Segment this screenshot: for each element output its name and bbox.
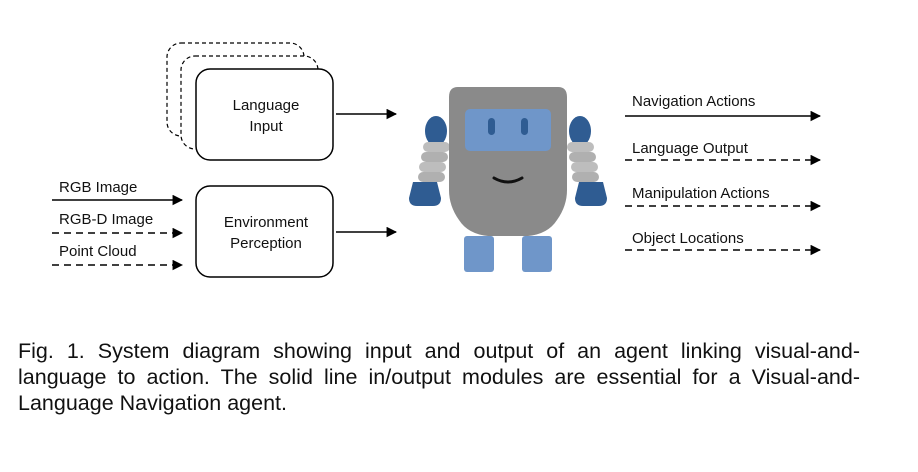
output-label-object-locations: Object Locations: [632, 230, 744, 247]
system-diagram: Language Input Environment Perception RG…: [52, 42, 822, 278]
input-label-rgbd-image: RGB-D Image: [59, 211, 153, 228]
input-label-rgb-image: RGB Image: [59, 179, 137, 196]
language-input-box: [195, 68, 334, 161]
environment-perception-box: [195, 185, 334, 278]
environment-perception-label-line1: Environment: [224, 214, 309, 231]
output-label-navigation-actions: Navigation Actions: [632, 93, 755, 110]
language-input-label-line2: Input: [249, 118, 283, 135]
input-label-point-cloud: Point Cloud: [59, 243, 137, 260]
environment-perception-label-line2: Perception: [230, 235, 302, 252]
output-label-language-output: Language Output: [632, 140, 749, 157]
output-label-manipulation-actions: Manipulation Actions: [632, 185, 770, 202]
language-input-label-line1: Language: [233, 97, 300, 114]
figure-caption: Fig. 1. System diagram showing input and…: [18, 339, 860, 415]
robot-agent-icon: [409, 87, 607, 272]
